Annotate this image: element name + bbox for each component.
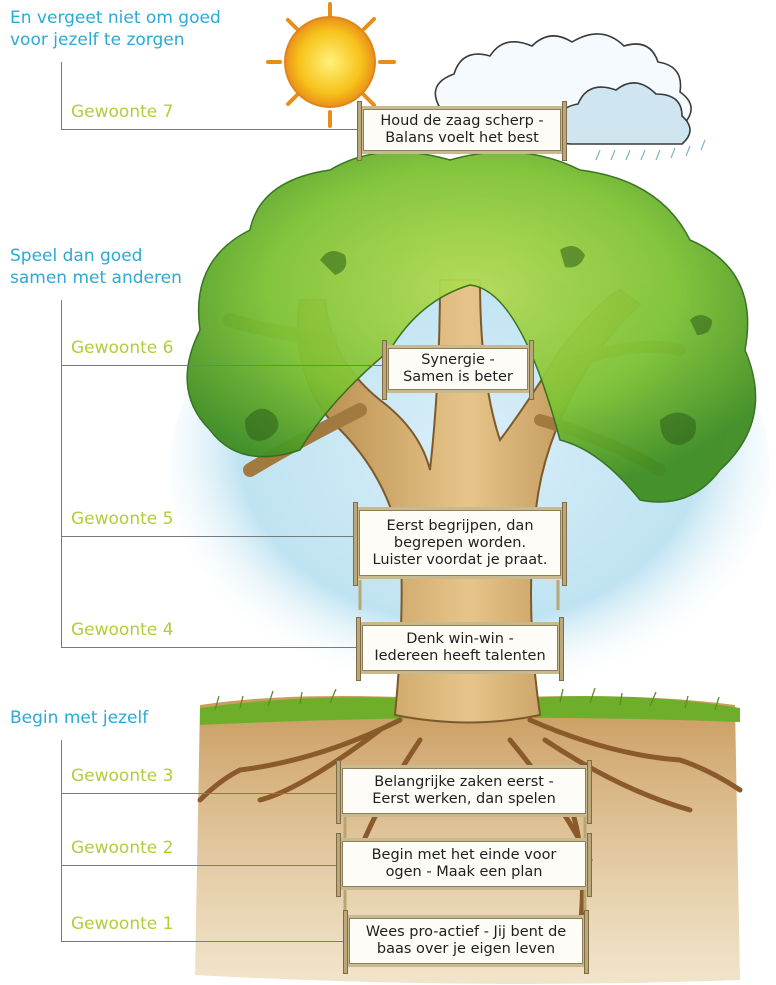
sun-icon: [266, 2, 396, 128]
habit-label-4: Gewoonte 4: [71, 620, 174, 640]
habit-sign-4: Denk win-win - Iedereen heeft talenten: [356, 617, 564, 681]
habit-sign-5-text: Eerst begrijpen, dan begrepen worden. Lu…: [372, 517, 548, 568]
habit-sign-1: Wees pro-actief - Jij bent de baas over …: [343, 910, 589, 974]
habit-label-3: Gewoonte 3: [71, 766, 174, 786]
section-title-together: Speel dan goed samen met anderen: [10, 246, 182, 288]
connector-line-3: [61, 793, 343, 794]
connector-line-7: [61, 129, 361, 130]
habit-sign-7: Houd de zaag scherp - Balans voelt het b…: [357, 101, 567, 161]
connector-line-1: [61, 941, 343, 942]
habit-label-1: Gewoonte 1: [71, 914, 174, 934]
section-title-self-care: En vergeet niet om goed voor jezelf te z…: [10, 8, 221, 50]
tree-foliage: [186, 151, 757, 503]
sign-posts: [343, 580, 587, 912]
connector-line-5: [61, 536, 361, 537]
connector-line-6: [61, 365, 386, 366]
section-title-yourself: Begin met jezelf: [10, 708, 149, 728]
bracket-yourself: [61, 740, 62, 942]
habit-sign-7-text: Houd de zaag scherp - Balans voelt het b…: [380, 113, 544, 146]
bracket-together: [61, 300, 62, 648]
habit-sign-6-text: Synergie - Samen is beter: [403, 352, 513, 385]
habit-label-2: Gewoonte 2: [71, 838, 174, 858]
habit-label-6: Gewoonte 6: [71, 338, 174, 358]
habit-sign-1-text: Wees pro-actief - Jij bent de baas over …: [365, 924, 567, 957]
habit-sign-4-text: Denk win-win - Iedereen heeft talenten: [374, 631, 546, 664]
habit-sign-6: Synergie - Samen is beter: [382, 340, 534, 400]
bracket-self-care: [61, 62, 62, 130]
habit-sign-5: Eerst begrijpen, dan begrepen worden. Lu…: [353, 502, 567, 586]
foliage-shadows: [245, 246, 712, 445]
habit-sign-2: Begin met het einde voor ogen - Maak een…: [336, 833, 592, 897]
habit-sign-3: Belangrijke zaken eerst - Eerst werken, …: [336, 760, 592, 824]
habit-sign-3-text: Belangrijke zaken eerst - Eerst werken, …: [372, 774, 556, 807]
habit-sign-2-text: Begin met het einde voor ogen - Maak een…: [371, 847, 557, 880]
connector-line-4: [61, 647, 361, 648]
connector-line-2: [61, 865, 343, 866]
habit-label-5: Gewoonte 5: [71, 509, 174, 529]
rain-icon: [595, 139, 706, 161]
habit-label-7: Gewoonte 7: [71, 102, 174, 122]
